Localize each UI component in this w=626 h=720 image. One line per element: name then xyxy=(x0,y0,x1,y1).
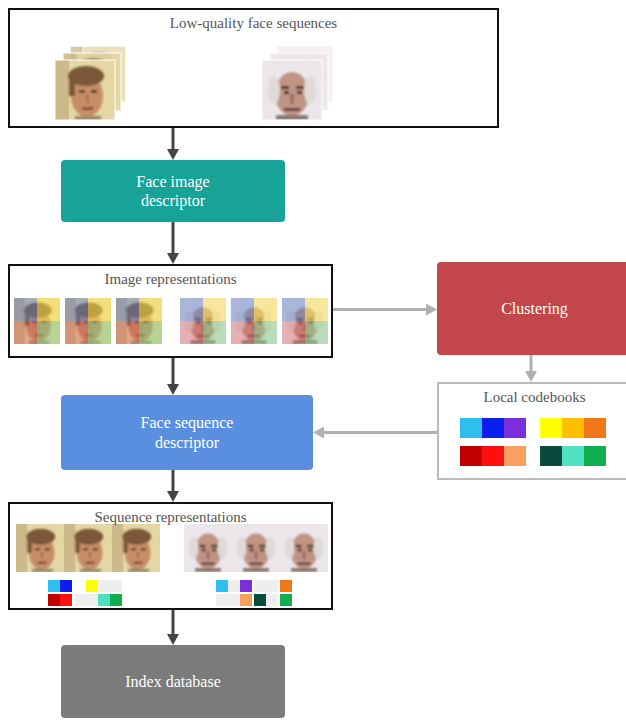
image-representation-thumbs xyxy=(180,298,226,344)
panel-heading: Image representations xyxy=(104,270,236,288)
sequence-code-swatches xyxy=(228,594,240,606)
panel-heading: Local codebooks xyxy=(483,388,585,406)
flow-arrow xyxy=(172,222,175,253)
storage-box: Index database xyxy=(61,645,285,718)
image-representation-thumbs xyxy=(14,298,60,344)
codebook-swatches xyxy=(460,418,606,466)
panel-heading: Sequence representations xyxy=(94,508,246,526)
codebook-swatches xyxy=(482,418,504,438)
sequence-code-swatches xyxy=(110,580,122,592)
sequence-code-swatches xyxy=(98,594,110,606)
face-stack-right xyxy=(262,46,333,120)
sequence-code-swatches xyxy=(98,580,110,592)
codebook-swatches xyxy=(504,418,526,438)
data-panel: Local codebooks xyxy=(437,382,626,480)
sequence-thumbs xyxy=(232,524,280,572)
sequence-code-swatches xyxy=(216,594,228,606)
sequence-code-swatches xyxy=(254,580,266,592)
codebook-swatches xyxy=(562,446,584,466)
face-stack-right xyxy=(262,60,322,120)
face-stack-left xyxy=(55,46,126,120)
face-stack-left xyxy=(55,60,115,120)
process-box: Clustering xyxy=(437,262,626,355)
sequence-code-swatches xyxy=(240,580,252,592)
box-label: Index database xyxy=(125,672,221,691)
sequence-code-swatches xyxy=(74,594,86,606)
sequence-thumbs xyxy=(112,524,160,572)
flow-arrow xyxy=(333,308,426,311)
sequence-code-swatches xyxy=(280,594,292,606)
codebook-swatches xyxy=(584,418,606,438)
sequence-code-swatches xyxy=(86,594,98,606)
image-representation-thumbs xyxy=(14,298,328,344)
image-representation-thumbs xyxy=(116,298,162,344)
box-label: Face sequence descriptor xyxy=(127,413,247,451)
codebook-swatches xyxy=(460,418,482,438)
sequence-thumbs xyxy=(16,524,328,572)
sequence-code-swatches xyxy=(48,580,60,592)
box-label: Face image descriptor xyxy=(118,172,228,210)
flow-arrow xyxy=(530,355,533,371)
codebook-swatches xyxy=(540,446,562,466)
image-representation-thumbs xyxy=(180,298,226,344)
sequence-code-swatches xyxy=(228,580,240,592)
sequence-code-swatches xyxy=(266,594,278,606)
sequence-thumbs xyxy=(64,524,112,572)
sequence-code-swatches xyxy=(48,594,60,606)
codebook-swatches xyxy=(504,446,526,466)
process-box: Face image descriptor xyxy=(61,160,285,222)
image-representation-thumbs xyxy=(65,298,111,344)
codebook-swatches xyxy=(584,446,606,466)
panel-heading: Low-quality face sequences xyxy=(170,14,337,32)
sequence-thumbs xyxy=(280,524,328,572)
sequence-code-swatches xyxy=(60,594,72,606)
sequence-code-swatches xyxy=(48,580,292,606)
input-panel: Low-quality face sequences xyxy=(8,8,499,128)
flow-arrow xyxy=(172,358,175,384)
sequence-code-swatches xyxy=(240,594,252,606)
data-panel: Image representations xyxy=(8,264,333,358)
process-box: Face sequence descriptor xyxy=(61,395,313,470)
image-representation-thumbs xyxy=(65,298,111,344)
flow-arrow xyxy=(172,610,175,634)
sequence-code-swatches xyxy=(266,580,278,592)
flow-arrow xyxy=(324,431,437,434)
codebook-swatches xyxy=(482,446,504,466)
sequence-code-swatches xyxy=(216,580,228,592)
codebook-swatches xyxy=(562,418,584,438)
image-representation-thumbs xyxy=(231,298,277,344)
codebook-swatches xyxy=(540,418,562,438)
sequence-code-swatches xyxy=(280,580,292,592)
image-representation-thumbs xyxy=(282,298,328,344)
face-stack-right xyxy=(262,60,322,120)
sequence-code-swatches xyxy=(86,580,98,592)
data-panel: Sequence representations xyxy=(8,502,333,610)
image-representation-thumbs xyxy=(14,298,60,344)
image-representation-thumbs xyxy=(231,298,277,344)
sequence-code-swatches xyxy=(60,580,72,592)
face-stack-left xyxy=(55,60,115,120)
image-representation-thumbs xyxy=(116,298,162,344)
sequence-thumbs xyxy=(16,524,64,572)
flow-arrow xyxy=(172,128,175,149)
sequence-code-swatches xyxy=(254,594,266,606)
sequence-code-swatches xyxy=(110,594,122,606)
sequence-thumbs xyxy=(184,524,232,572)
flow-arrow xyxy=(172,470,175,491)
codebook-swatches xyxy=(460,446,482,466)
image-representation-thumbs xyxy=(282,298,328,344)
box-label: Clustering xyxy=(501,299,568,318)
